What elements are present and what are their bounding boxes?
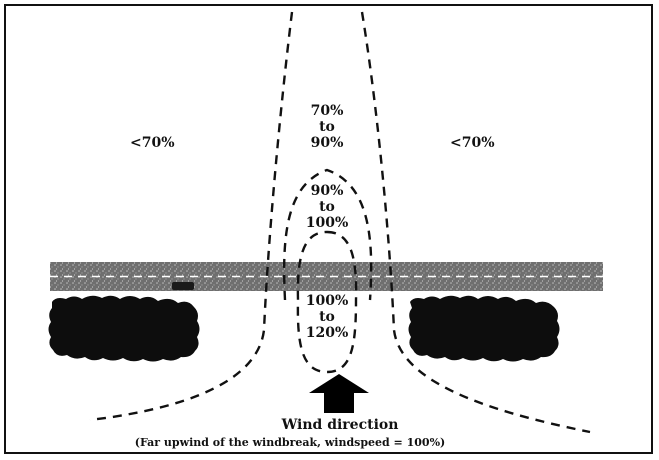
contour-100 <box>296 230 358 374</box>
wind-direction-label: Wind direction <box>281 417 399 433</box>
middle-zone-until: 100% <box>305 215 349 231</box>
label-right-zone: <70% <box>450 135 495 151</box>
inner-zone-from: 100% <box>305 293 349 309</box>
vehicle <box>172 282 194 290</box>
contour-90 <box>282 168 373 301</box>
outer-zone-from: 70% <box>310 103 344 119</box>
label-left-zone: <70% <box>130 135 175 151</box>
middle-zone-from: 90% <box>310 183 344 199</box>
contour-70 <box>89 11 294 422</box>
label-outer-zone: 70% to 90% <box>297 104 357 152</box>
diagram-frame <box>4 4 653 454</box>
middle-zone-to: to <box>319 199 335 215</box>
inner-zone-to: to <box>319 309 335 325</box>
wind-arrow <box>309 374 369 413</box>
outer-zone-until: 90% <box>310 135 344 151</box>
contour-70 <box>360 11 591 434</box>
windbreak-left <box>48 295 200 362</box>
label-middle-zone: 90% to 100% <box>297 184 357 232</box>
road <box>50 262 603 291</box>
outer-zone-to: to <box>319 119 335 135</box>
label-inner-zone: 100% to 120% <box>297 294 357 342</box>
inner-zone-until: 120% <box>305 325 349 341</box>
windbreak-right <box>408 295 560 362</box>
wind-note: (Far upwind of the windbreak, windspeed … <box>134 436 446 449</box>
